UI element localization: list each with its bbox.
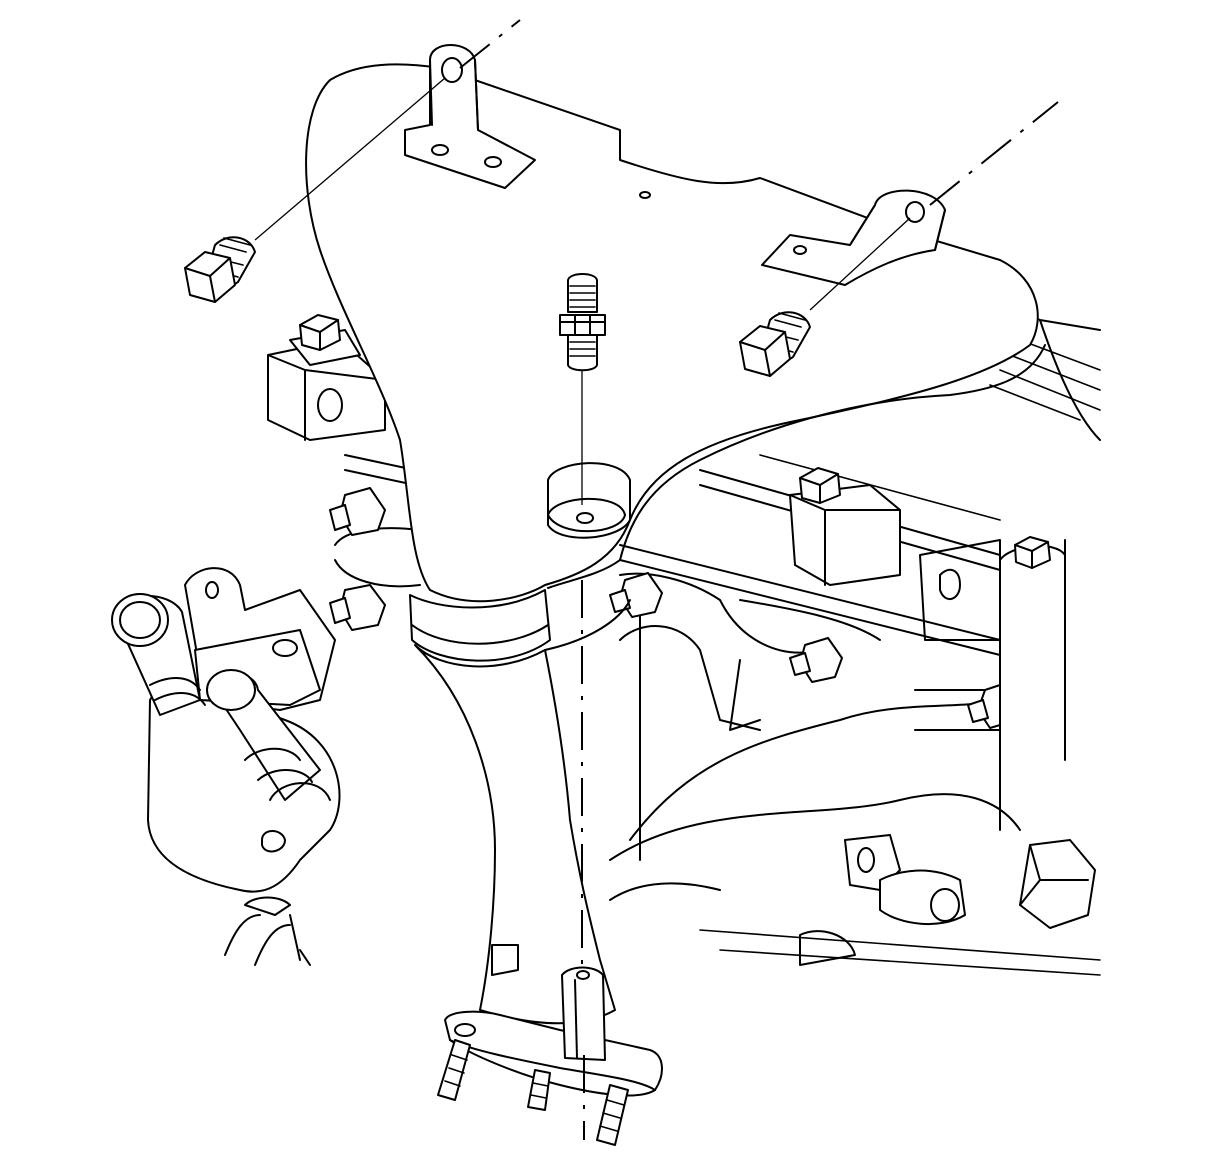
flange-stud-3-icon — [596, 1084, 629, 1146]
left-manifold-bolt-icon — [184, 236, 256, 303]
upper-left-tab — [404, 44, 536, 189]
exhaust-manifold — [305, 44, 1046, 1025]
right-mount-bracket — [789, 467, 1051, 586]
manifold-runners — [329, 487, 1001, 861]
stud-nut-4-icon — [789, 637, 843, 683]
flange-stud-2-icon — [527, 1069, 551, 1111]
right-bracket-bolt-icon — [799, 467, 841, 504]
outlet-flange — [437, 944, 663, 1146]
right-manifold-bolt-icon — [739, 311, 811, 377]
explode-lines — [254, 19, 1059, 1140]
stud-nut-5-icon — [967, 684, 1001, 729]
water-outlet — [111, 567, 341, 966]
stud-nut-1-icon — [329, 487, 386, 536]
stud-nut-2-icon — [329, 584, 386, 631]
center-boss — [547, 462, 631, 539]
left-mount-bracket — [267, 314, 386, 441]
upper-right-tab — [761, 189, 946, 286]
stud-nut-3-icon — [609, 572, 663, 618]
flange-stud-1-icon — [437, 1039, 471, 1101]
bracket-bolt-icon — [299, 314, 341, 351]
far-right-bolt-icon — [1014, 536, 1051, 569]
center-stud-icon — [559, 273, 606, 372]
